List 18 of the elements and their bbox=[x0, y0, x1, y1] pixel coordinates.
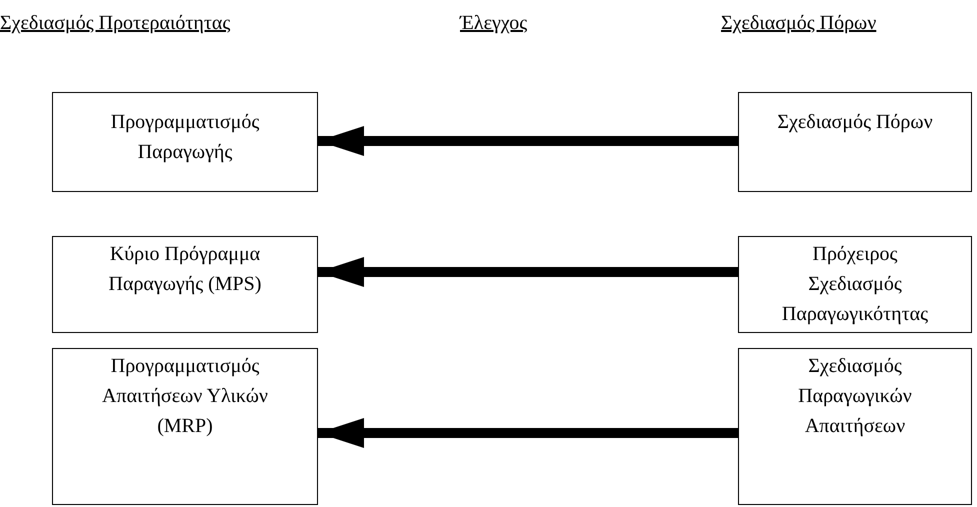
process-box bbox=[738, 92, 972, 192]
process-box bbox=[52, 236, 318, 333]
column-heading: Σχεδιασμός Πόρων bbox=[721, 12, 876, 35]
column-heading: Σχεδιασμός Προτεραιότητας bbox=[0, 12, 230, 35]
box-text: Σχεδιασμός Πόρων bbox=[776, 110, 934, 135]
process-box bbox=[52, 348, 318, 505]
column-heading: Έλεγχος bbox=[460, 12, 528, 35]
box-text: Προγραμματισμός Απαιτήσεων Υλικών (MRP) bbox=[101, 354, 269, 439]
process-box bbox=[738, 348, 972, 505]
process-box bbox=[52, 92, 318, 192]
box-text: Σχεδιασμός Παραγωγικών Απαιτήσεων bbox=[797, 354, 913, 439]
box-text: Πρόχειρος Σχεδιασμός Παραγωγικότητας bbox=[780, 242, 930, 327]
arrow bbox=[318, 257, 738, 287]
box-text: Προγραμματισμός Παραγωγής bbox=[110, 110, 260, 165]
arrow bbox=[318, 126, 738, 156]
arrow bbox=[318, 418, 738, 448]
box-text: Κύριο Πρόγραμμα Παραγωγής (MPS) bbox=[108, 242, 262, 297]
process-box bbox=[738, 236, 972, 333]
